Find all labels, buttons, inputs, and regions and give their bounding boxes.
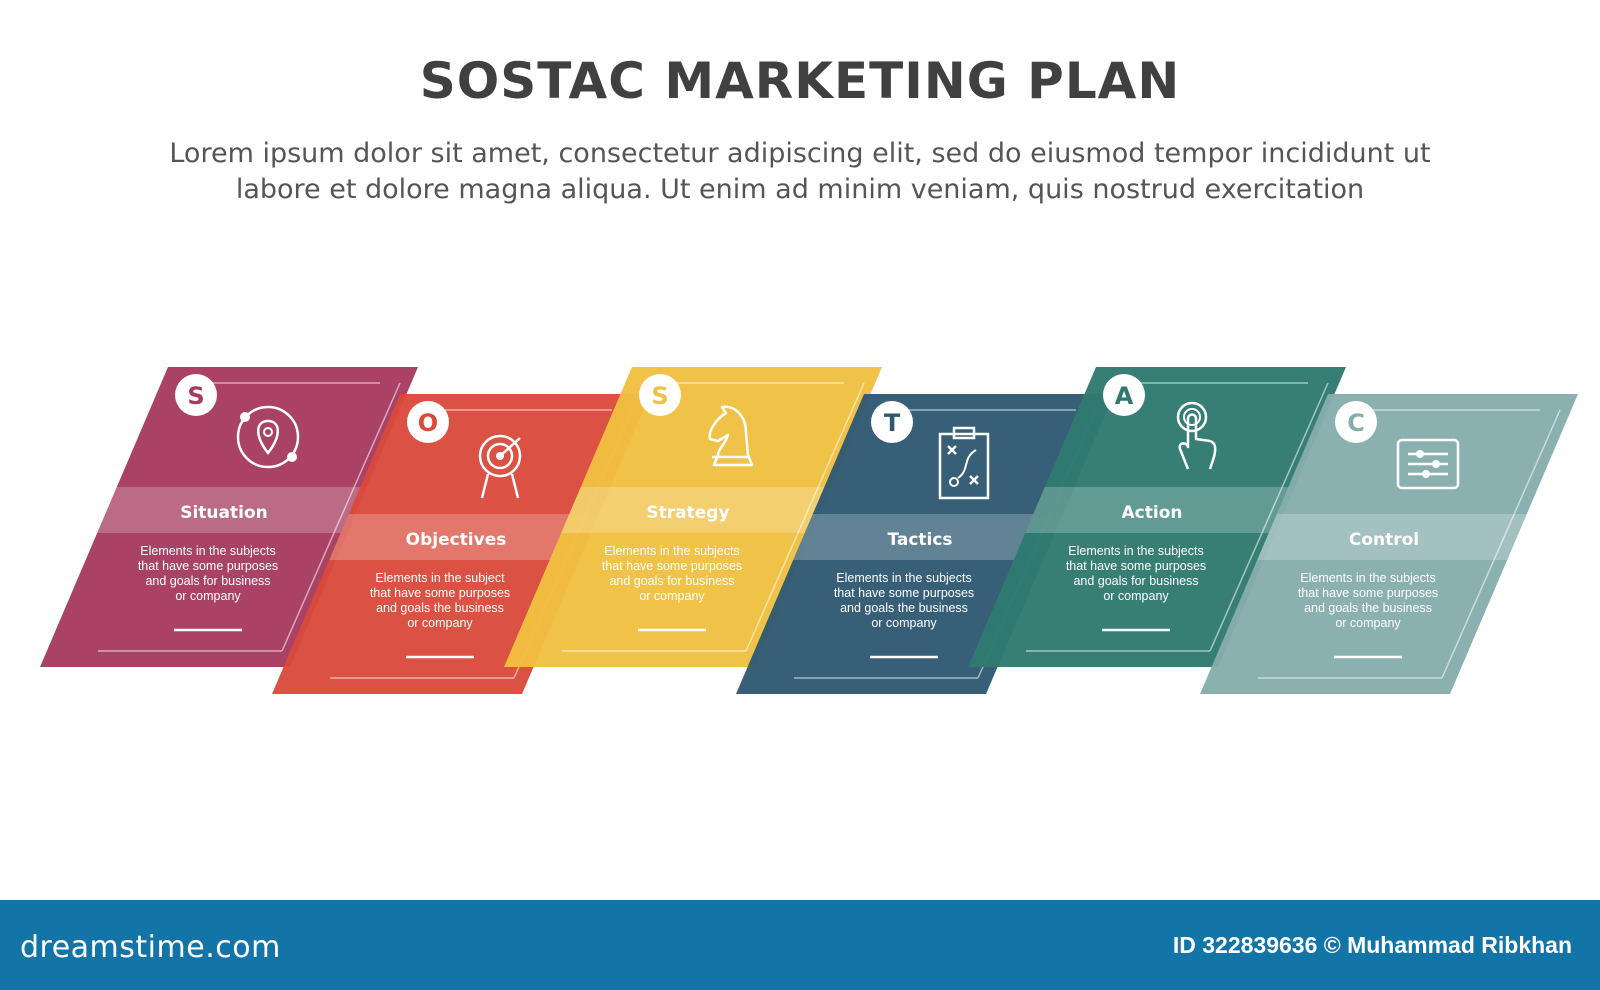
letter-badge-text: S <box>651 382 668 410</box>
step-description-line: or company <box>407 616 473 630</box>
frame-line-right <box>281 382 401 652</box>
sliders-icon <box>1396 438 1460 490</box>
page-title: SOSTAC MARKETING PLAN <box>419 52 1181 110</box>
letter-badge-text: C <box>1347 409 1365 437</box>
frame-line-right <box>745 382 865 652</box>
subtitle-line-2: labore et dolore magna aliqua. Ut enim a… <box>235 174 1365 205</box>
step-description-line: Elements in the subjects <box>836 571 972 585</box>
subtitle-line-1: Lorem ipsum dolor sit amet, consectetur … <box>169 138 1431 169</box>
letter-badge-text: A <box>1115 382 1134 410</box>
frame-line-right <box>1441 409 1561 679</box>
step-description-line: and goals the business <box>1304 601 1432 615</box>
step-description-line: and goals the business <box>840 601 968 615</box>
step-description-line: that have some purposes <box>602 559 742 573</box>
footer-credit: ID 322839636 © Muhammad Ribkhan <box>1172 932 1572 958</box>
letter-badge-text: O <box>418 409 438 437</box>
letter-badge <box>871 401 913 443</box>
step-description-line: that have some purposes <box>834 586 974 600</box>
step-label: Control <box>1349 530 1419 550</box>
step-shape <box>1200 394 1578 694</box>
step-label: Situation <box>180 503 268 523</box>
letter-badge <box>639 374 681 416</box>
tap-hand-icon <box>1176 401 1217 470</box>
letter-badge-text: T <box>884 409 901 437</box>
label-band <box>1257 514 1527 560</box>
step-description-line: Elements in the subjects <box>140 544 276 558</box>
step-description-line: and goals for business <box>1073 574 1198 588</box>
letter-badge <box>1103 374 1145 416</box>
step-label: Strategy <box>646 503 729 523</box>
label-band <box>97 487 367 533</box>
letter-badge <box>407 401 449 443</box>
frame-line-right <box>1209 382 1329 652</box>
target-icon <box>478 434 522 499</box>
step-description-line: Elements in the subject <box>375 571 505 585</box>
step-description-line: or company <box>175 589 241 603</box>
step-label: Objectives <box>406 530 507 550</box>
step-shape <box>272 394 650 694</box>
step-description-line: Elements in the subjects <box>1068 544 1204 558</box>
step-description-line: and goals for business <box>145 574 270 588</box>
step-shape <box>736 394 1114 694</box>
step-shape <box>504 367 882 667</box>
letter-badge-text: S <box>187 382 204 410</box>
chess-knight-icon <box>708 405 754 467</box>
letter-badge <box>175 374 217 416</box>
page-subtitle: Lorem ipsum dolor sit amet, consectetur … <box>100 136 1500 208</box>
step-description-line: Elements in the subjects <box>604 544 740 558</box>
step-description-line: or company <box>871 616 937 630</box>
step-description-line: or company <box>1103 589 1169 603</box>
footer-logo: dreamstime.com <box>20 930 281 965</box>
step-description-line: that have some purposes <box>370 586 510 600</box>
label-band <box>793 514 1063 560</box>
step-label: Action <box>1122 503 1183 523</box>
step-description-line: that have some purposes <box>1066 559 1206 573</box>
step-description-line: or company <box>639 589 705 603</box>
step-shape <box>968 367 1346 667</box>
step-description-line: that have some purposes <box>138 559 278 573</box>
letter-badge <box>1335 401 1377 443</box>
location-orbit-icon <box>236 405 300 469</box>
label-band <box>1025 487 1295 533</box>
footer-bar: dreamstime.com ID 322839636 © Muhammad R… <box>0 900 1600 990</box>
label-band <box>561 487 831 533</box>
step-description-line: and goals the business <box>376 601 504 615</box>
step-description-line: or company <box>1335 616 1401 630</box>
step-shape <box>40 367 418 667</box>
tactics-clipboard-icon <box>938 426 990 500</box>
label-band <box>329 514 599 560</box>
step-description-line: Elements in the subjects <box>1300 571 1436 585</box>
step-description-line: and goals for business <box>609 574 734 588</box>
step-label: Tactics <box>887 530 952 550</box>
step-description-line: that have some purposes <box>1298 586 1438 600</box>
